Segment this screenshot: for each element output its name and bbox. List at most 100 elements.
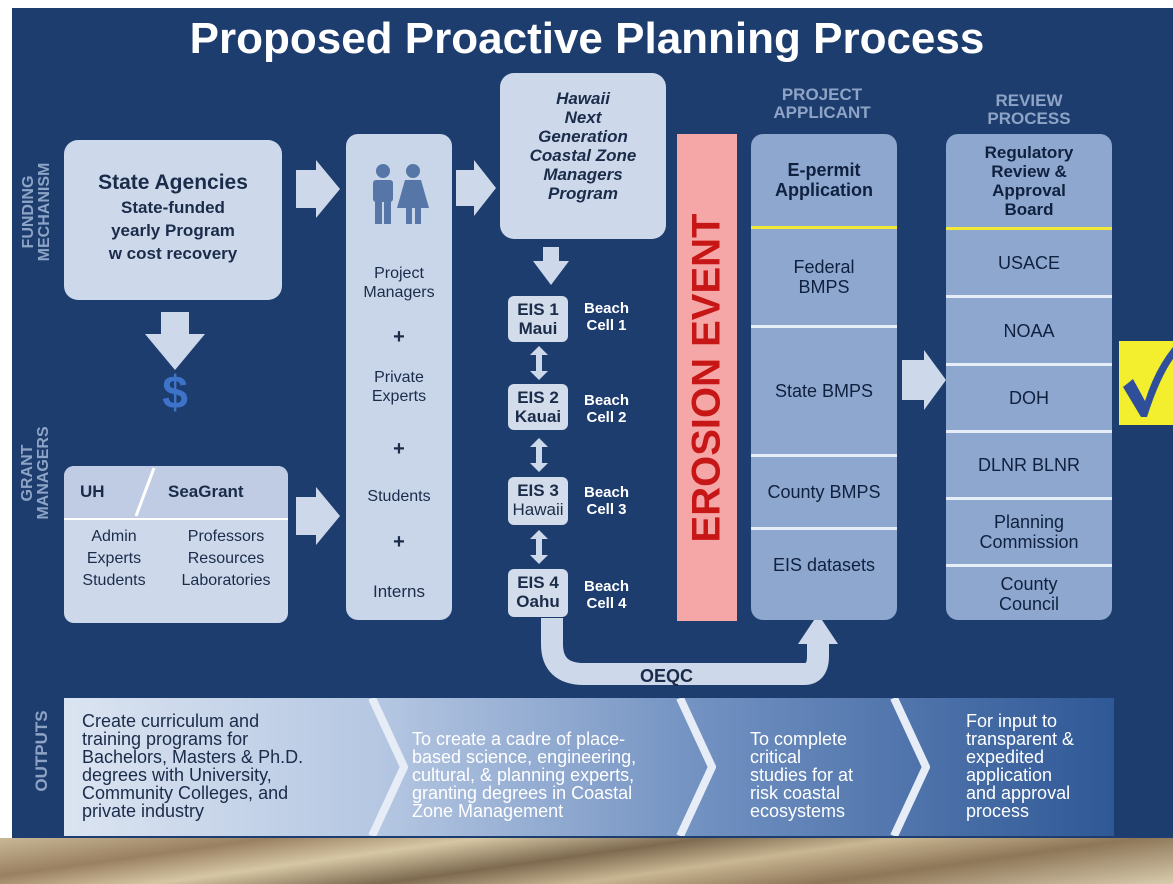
eis-code: EIS 4	[517, 573, 559, 592]
dlnr-blnr: DLNR BLNR	[977, 455, 1081, 475]
label-funding-line-1: FUNDING	[20, 175, 37, 249]
e-permit-line: E-permit	[787, 160, 861, 180]
output-line: transparent &	[966, 729, 1075, 749]
white-divider	[946, 363, 1112, 366]
output-studies: To complete critical studies for at risk…	[750, 730, 853, 820]
white-divider	[946, 564, 1112, 567]
program-line: Coastal Zone	[529, 146, 637, 165]
chevron-divider-3	[890, 698, 930, 836]
output-line: To create a cadre of place-	[412, 729, 626, 749]
doh: DOH	[1009, 388, 1049, 408]
grant-right-item: Professors	[187, 528, 265, 545]
output-cadre: To create a cadre of place- based scienc…	[412, 730, 636, 820]
checkmark-icon	[1123, 347, 1173, 417]
label-funding-line-2: MECHANISM	[36, 162, 53, 262]
white-divider	[946, 295, 1112, 298]
grant-left-list: Admin Experts Students	[72, 526, 156, 592]
eis-code: EIS 1	[517, 300, 559, 319]
regulatory-line: Review &	[991, 161, 1067, 181]
hawaii-program-box: Hawaii Next Generation Coastal Zone Mana…	[500, 73, 666, 239]
people-column: Project Managers + Private Experts + Stu…	[346, 134, 452, 620]
output-line: degrees with University,	[82, 765, 272, 785]
output-line: and approval	[966, 783, 1071, 803]
arrow-right-3	[456, 160, 496, 216]
review-process-header-line: REVIEW	[995, 91, 1063, 110]
state-agencies-line-3: w cost recovery	[108, 244, 238, 263]
erosion-event-label: EROSION EVENT	[684, 213, 729, 542]
grant-uh-label: UH	[80, 482, 105, 501]
regulatory-board: Regulatory Review & Approval Board	[946, 134, 1112, 227]
cell-label: Cell 2	[586, 409, 627, 426]
plus-sign: +	[393, 326, 405, 348]
project-managers-line-1: Project	[374, 265, 424, 282]
beach-label: Beach	[584, 300, 630, 317]
oeqc-label: OEQC	[640, 666, 694, 686]
beach-label: Beach	[584, 392, 630, 409]
eis-island: Kauai	[514, 407, 562, 426]
regulatory-line: Regulatory	[984, 142, 1074, 162]
private-experts-label: Private Experts	[346, 368, 452, 406]
output-line: studies for at	[750, 765, 854, 785]
regulatory-line: Board	[1004, 199, 1054, 219]
federal-bmps: Federal BMPS	[751, 229, 897, 325]
output-line: cultural, & planning experts,	[412, 765, 635, 785]
erosion-event-bar: EROSION EVENT	[677, 134, 737, 621]
diagram-title: Proposed Proactive Planning Process	[189, 14, 985, 63]
dollar-sign-icon: $	[162, 366, 188, 418]
eis-code: EIS 2	[517, 388, 559, 407]
output-line: application	[966, 765, 1053, 785]
program-line: Hawaii	[556, 89, 610, 108]
output-input: For input to transparent & expedited app…	[966, 712, 1074, 820]
label-grant-line-2: MANAGERS	[35, 426, 52, 520]
yellow-divider	[751, 226, 897, 229]
grant-right-list: Professors Resources Laboratories	[168, 526, 284, 592]
output-line: based science, engineering,	[412, 747, 637, 767]
grant-left-item: Students	[82, 572, 146, 589]
program-line: Generation	[538, 127, 628, 146]
county-council-line: Council	[998, 593, 1060, 614]
e-permit-line: Application	[775, 180, 873, 200]
state-agencies-box: State Agencies State-funded yearly Progr…	[64, 140, 282, 300]
cell-label: Cell 4	[586, 595, 627, 612]
beach-label: Beach	[584, 578, 630, 595]
cell-label: Cell 3	[586, 501, 627, 518]
state-agencies-line-2: yearly Program	[111, 221, 235, 240]
planning-commission: Planning Commission	[946, 500, 1112, 564]
project-applicant-column: E-permit Application Federal BMPS State …	[751, 134, 897, 620]
chevron-divider-1	[368, 698, 408, 836]
output-line: Bachelors, Masters & Ph.D.	[82, 747, 304, 767]
output-line: process	[966, 801, 1030, 821]
e-permit-application: E-permit Application	[751, 134, 897, 226]
eis-datasets: EIS datasets	[772, 555, 876, 575]
grant-right-item: Laboratories	[181, 572, 271, 589]
double-arrow-2	[530, 438, 548, 472]
arrow-right-1	[296, 160, 340, 218]
grant-slash-divider	[134, 467, 156, 517]
federal-bmps-line: BMPS	[798, 277, 850, 297]
yellow-divider	[946, 227, 1112, 230]
approval-check-box	[1119, 341, 1173, 425]
output-curriculum: Create curriculum and training programs …	[82, 712, 303, 820]
white-divider	[946, 497, 1112, 500]
chevron-divider-2	[676, 698, 716, 836]
noaa: NOAA	[1003, 320, 1055, 341]
grant-seagrant-label: SeaGrant	[168, 482, 244, 501]
label-grant-managers: GRANT MANAGERS	[19, 413, 52, 533]
output-line: critical	[750, 747, 802, 767]
eis-island: Oahu	[516, 592, 560, 611]
output-line: To complete	[750, 729, 848, 749]
output-line: risk coastal	[750, 783, 841, 803]
outputs-band	[64, 698, 1114, 836]
private-experts-line-1: Private	[374, 369, 424, 386]
arrow-right-2	[296, 487, 340, 545]
double-arrow-1	[530, 346, 548, 380]
beach-label: Beach	[584, 484, 630, 501]
students-label: Students	[367, 488, 431, 505]
cell-label: Cell 1	[586, 317, 627, 334]
program-line: Managers	[543, 165, 623, 184]
white-divider	[751, 454, 897, 457]
